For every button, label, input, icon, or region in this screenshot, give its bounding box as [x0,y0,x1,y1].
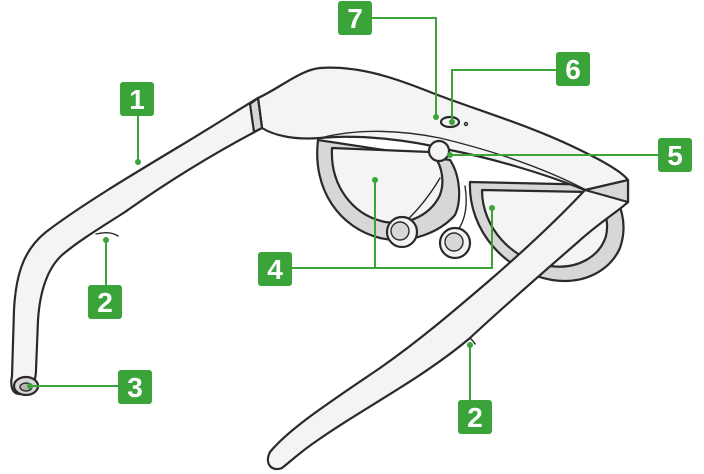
front-sensor [429,141,449,161]
callout-2-right: 2 [458,400,492,434]
svg-text:4: 4 [267,254,283,285]
callout-6: 6 [556,52,590,86]
callout-1: 1 [120,82,154,116]
callout-7: 7 [338,1,372,35]
svg-text:2: 2 [97,287,113,318]
callout-3: 3 [118,370,152,404]
svg-text:3: 3 [127,372,143,403]
svg-text:6: 6 [565,54,581,85]
callout-4: 4 [258,252,292,286]
svg-text:7: 7 [347,3,363,34]
svg-text:5: 5 [667,140,683,171]
svg-text:1: 1 [129,84,145,115]
callout-2-left: 2 [88,285,122,319]
left-temple [11,98,262,394]
callout-5: 5 [658,138,692,172]
svg-text:2: 2 [467,402,483,433]
